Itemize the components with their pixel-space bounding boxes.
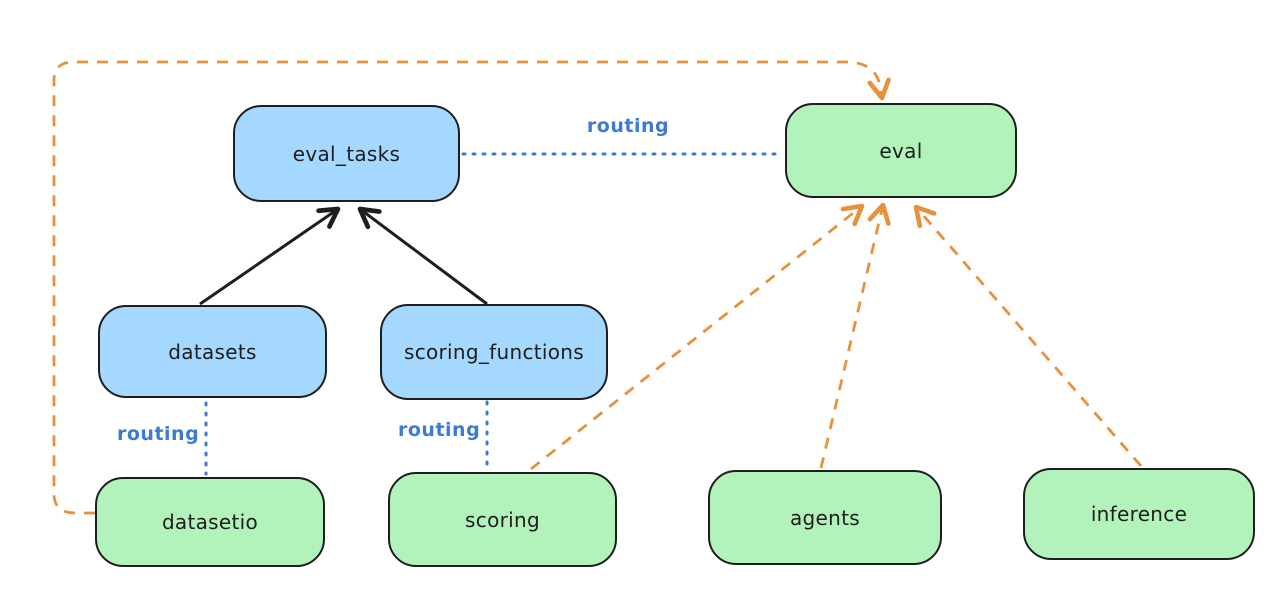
node-scoring-functions-label: scoring_functions <box>403 340 585 364</box>
node-eval-tasks-label: eval_tasks <box>292 141 401 166</box>
edge-agents-to-eval <box>819 202 891 469</box>
node-eval-label: eval <box>879 138 923 163</box>
node-scoring: scoring <box>388 472 617 567</box>
node-inference-label: inference <box>1090 502 1188 526</box>
edge-scoring-to-eval <box>530 203 865 471</box>
edge-label-routing-scoring-functions-scoring: routing <box>398 419 481 441</box>
edge-scoring-functions-to-eval-tasks <box>357 206 488 306</box>
node-agents-label: agents <box>790 505 860 530</box>
edge-label-routing-datasets-datasetio: routing <box>117 423 200 445</box>
node-datasetio: datasetio <box>95 477 325 567</box>
node-datasets-label: datasets <box>168 339 257 364</box>
edge-datasetio-to-eval <box>52 60 891 515</box>
node-eval-tasks: eval_tasks <box>233 105 460 202</box>
edge-inference-to-eval <box>913 204 1143 467</box>
node-datasets: datasets <box>98 305 327 398</box>
node-scoring-label: scoring <box>465 507 540 532</box>
node-eval: eval <box>785 103 1017 198</box>
node-agents: agents <box>708 470 942 565</box>
node-scoring-functions: scoring_functions <box>380 304 608 400</box>
edge-label-routing-eval-tasks-eval: routing <box>586 115 670 137</box>
node-inference: inference <box>1023 468 1255 560</box>
edge-datasets-to-eval-tasks <box>199 206 341 306</box>
node-datasetio-label: datasetio <box>161 510 259 534</box>
